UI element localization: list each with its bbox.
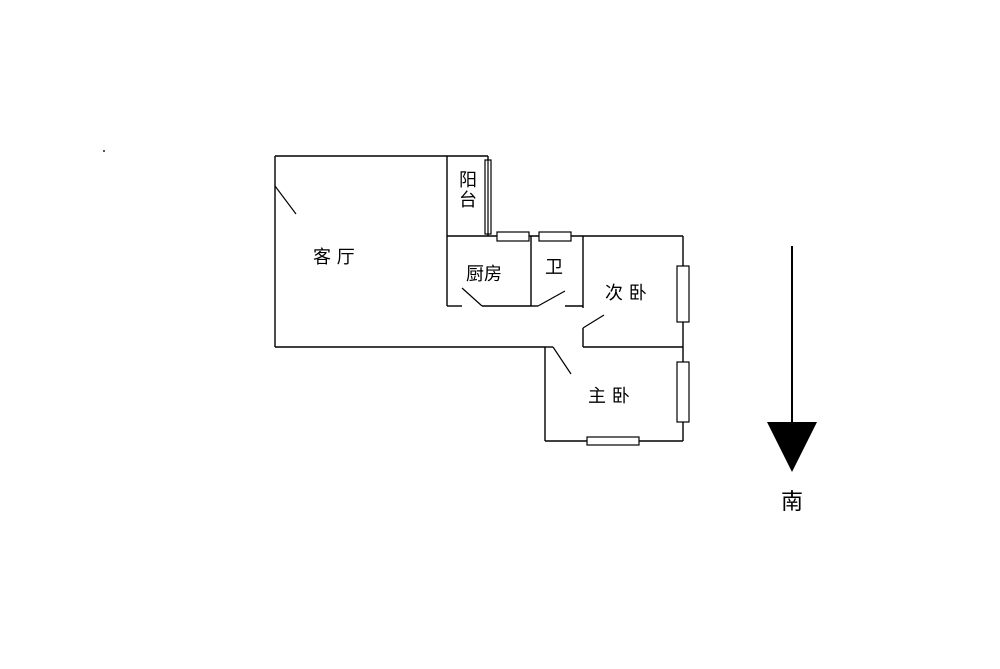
room-label-master-bedroom: 主 卧: [588, 386, 630, 407]
room-label-living: 客 厅: [313, 247, 355, 268]
windows: [484, 159, 690, 446]
room-label-kitchen: 厨房: [466, 264, 502, 285]
kitchen-window: [496, 231, 530, 242]
bathroom-door: [537, 290, 566, 307]
speck: [103, 150, 105, 152]
living-entry-door: [274, 185, 297, 215]
compass-direction-label: 南: [781, 490, 803, 515]
doors: [274, 185, 605, 375]
room-label-bathroom: 卫: [545, 257, 563, 278]
kitchen-door: [461, 287, 483, 307]
master-bedroom-door: [552, 346, 572, 375]
compass-arrow-head: [767, 422, 817, 472]
room-label-balcony-1: 阳: [459, 170, 477, 191]
master-bedroom-window-right: [676, 361, 690, 423]
second-bedroom-window: [676, 265, 690, 323]
room-label-second-bedroom: 次 卧: [605, 283, 647, 304]
room-label-balcony-2: 台: [459, 190, 477, 211]
master-bedroom-window-bottom: [586, 436, 640, 446]
compass: 南: [767, 246, 817, 515]
second-bedroom-door: [582, 314, 605, 329]
bathroom-window: [538, 231, 572, 242]
